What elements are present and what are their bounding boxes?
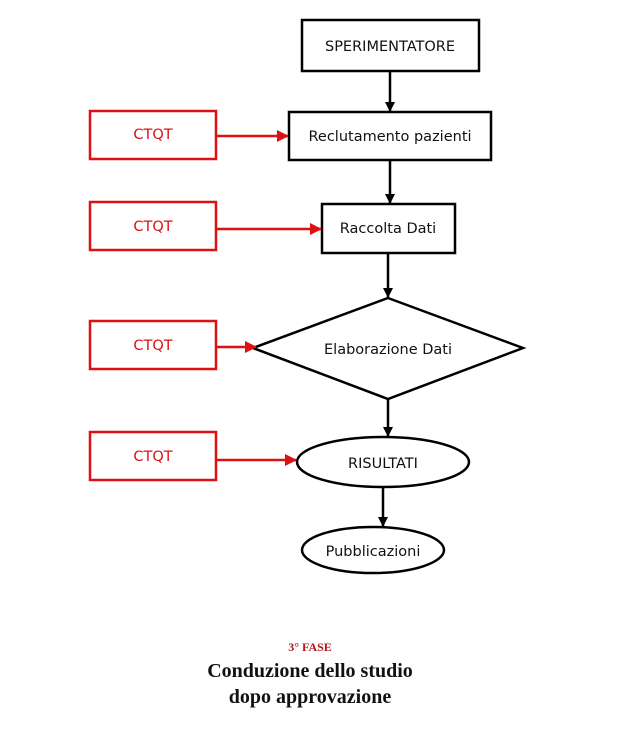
ctqt-box-3-label: CTQT bbox=[133, 338, 172, 354]
node-sperimentatore-label: SPERIMENTATORE bbox=[325, 39, 455, 55]
phase-label: 3° FASE bbox=[288, 640, 332, 654]
node-raccolta: Raccolta Dati bbox=[320, 202, 457, 255]
ctqt-box-1-label: CTQT bbox=[133, 127, 172, 143]
node-elaborazione: Elaborazione Dati bbox=[249, 296, 527, 401]
ctqt-box-3: CTQT bbox=[88, 319, 218, 371]
caption-title-line-1: Conduzione dello studio bbox=[207, 660, 413, 682]
node-pubblicazioni-label: Pubblicazioni bbox=[326, 544, 421, 560]
node-risultati-label: RISULTATI bbox=[348, 456, 418, 472]
caption-title-line-2: dopo approvazione bbox=[228, 686, 392, 708]
node-elaborazione-label: Elaborazione Dati bbox=[324, 342, 452, 358]
ctqt-box-2-label: CTQT bbox=[133, 219, 172, 235]
node-sperimentatore: SPERIMENTATORE bbox=[300, 18, 481, 73]
caption-title: Conduzione dello studio dopo approvazion… bbox=[0, 658, 620, 710]
node-raccolta-label: Raccolta Dati bbox=[340, 221, 436, 237]
ctqt-box-2: CTQT bbox=[88, 200, 218, 252]
node-reclutamento: Reclutamento pazienti bbox=[287, 110, 493, 162]
node-risultati: RISULTATI bbox=[295, 435, 471, 489]
ctqt-box-1: CTQT bbox=[88, 109, 218, 161]
ctqt-box-4-label: CTQT bbox=[133, 449, 172, 465]
flowchart: SPERIMENTATORE Reclutamento pazienti Rac… bbox=[88, 18, 527, 575]
ctqt-box-4: CTQT bbox=[88, 430, 218, 482]
node-pubblicazioni: Pubblicazioni bbox=[300, 525, 446, 575]
node-reclutamento-label: Reclutamento pazienti bbox=[308, 129, 471, 145]
